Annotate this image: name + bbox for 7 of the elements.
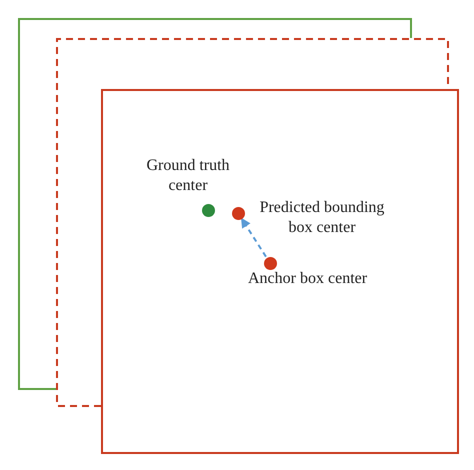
center-dot <box>202 204 214 216</box>
point-label: Predicted bounding box center <box>258 198 386 238</box>
center-dot <box>232 206 244 220</box>
center-dot <box>264 256 276 270</box>
point-label: Anchor box center <box>248 269 368 289</box>
arrow <box>240 218 267 258</box>
point-label: Ground truth center <box>145 156 231 196</box>
